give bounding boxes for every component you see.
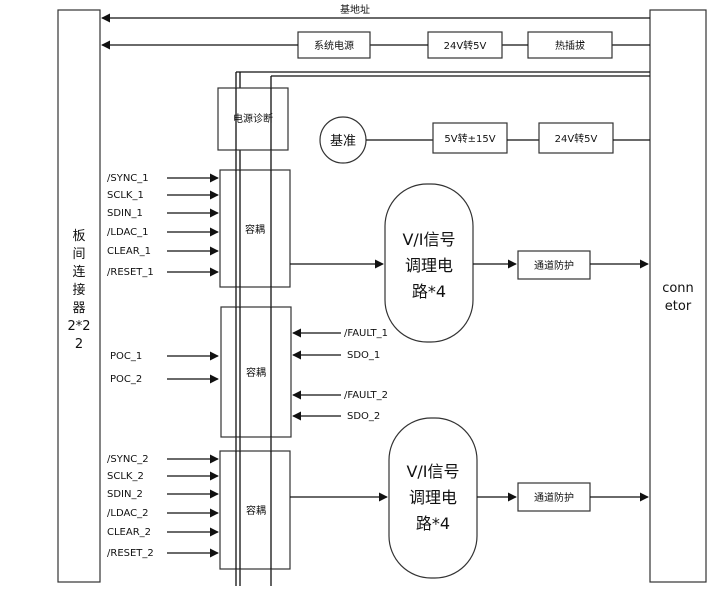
iso-box-3 bbox=[219, 450, 291, 570]
right-connector-line-1: conn bbox=[662, 281, 694, 296]
left-connector-line-6: 2*2 bbox=[67, 319, 90, 334]
ch2-input-ldac: /LDAC_2 bbox=[107, 508, 148, 519]
left-connector-line-5: 器 bbox=[72, 301, 85, 316]
iso-box-3-label: 容耦 bbox=[246, 504, 266, 517]
ch2-input-sync: /SYNC_2 bbox=[107, 454, 149, 465]
channel-1-input-arrows bbox=[167, 173, 219, 277]
channel-1: /SYNC_1 SCLK_1 SDIN_1 /LDAC_1 CLEAR_1 /R… bbox=[107, 169, 649, 343]
left-connector: 板 间 连 接 器 2*2 2 bbox=[57, 9, 101, 583]
channel-2: /SYNC_2 SCLK_2 SDIN_2 /LDAC_2 CLEAR_2 /R… bbox=[107, 417, 649, 579]
conv-24-5-box bbox=[538, 122, 614, 154]
left-connector-line-1: 板 bbox=[72, 229, 85, 244]
ch2-input-clear: CLEAR_2 bbox=[107, 527, 151, 538]
ch2-input-sclk: SCLK_2 bbox=[107, 471, 144, 482]
protect-box-1 bbox=[517, 250, 591, 280]
iso-box-1-label: 容耦 bbox=[245, 223, 265, 236]
vi-circuit-1-line-2: 调理电 bbox=[405, 256, 453, 275]
left-connector-line-4: 接 bbox=[72, 282, 85, 298]
mid-output-sdo1: SDO_1 bbox=[347, 350, 380, 361]
vi-circuit-2-line-3: 路*4 bbox=[416, 514, 450, 533]
mid-output-fault2: /FAULT_2 bbox=[344, 390, 388, 401]
mid-input-poc1: POC_1 bbox=[110, 351, 142, 362]
conv-24-5-label: 24V转5V bbox=[555, 132, 598, 145]
iso-box-2-label: 容耦 bbox=[246, 366, 266, 379]
address-bus: 基地址 bbox=[101, 3, 650, 23]
mid-output-sdo2: SDO_2 bbox=[347, 411, 380, 422]
protect-box-2-label: 通道防护 bbox=[534, 491, 574, 504]
middle-isolation: POC_1 POC_2 容耦 /FAULT_1 SDO_1 /FAULT_2 S… bbox=[110, 306, 388, 438]
iso-box-1 bbox=[219, 169, 291, 288]
right-connector-line-2: etor bbox=[665, 299, 692, 314]
ch2-input-sdin: SDIN_2 bbox=[107, 489, 143, 500]
system-power-label: 系统电源 bbox=[314, 39, 354, 52]
channel-2-input-arrows bbox=[167, 454, 219, 558]
ch2-input-reset: /RESET_2 bbox=[107, 548, 154, 559]
power-chain: 热插拔 24V转5V 系统电源 bbox=[101, 31, 650, 59]
reference-label: 基准 bbox=[330, 134, 356, 149]
ch1-input-sdin: SDIN_1 bbox=[107, 208, 143, 219]
vi-circuit-2-line-2: 调理电 bbox=[409, 488, 457, 507]
iso-box-2 bbox=[220, 306, 292, 438]
reference-chain: 基准 5V转±15V 24V转5V bbox=[319, 116, 650, 164]
mid-output-fault1: /FAULT_1 bbox=[344, 328, 388, 339]
ch1-input-sync: /SYNC_1 bbox=[107, 173, 149, 184]
conv-5-15-box bbox=[432, 122, 508, 154]
left-connector-line-3: 连 bbox=[72, 264, 85, 280]
left-connector-line-7: 2 bbox=[75, 337, 83, 352]
vi-circuit-1-line-3: 路*4 bbox=[412, 282, 446, 301]
hot-swap-box bbox=[527, 31, 613, 59]
vi-circuit-2-line-1: V/I信号 bbox=[406, 462, 459, 481]
vi-circuit-1 bbox=[384, 183, 474, 343]
conv-5-15-label: 5V转±15V bbox=[444, 132, 495, 145]
ch1-input-reset: /RESET_1 bbox=[107, 267, 154, 278]
power-diagnostics: 电源诊断 bbox=[217, 87, 289, 151]
protect-box-1-label: 通道防护 bbox=[534, 259, 574, 272]
protect-box-2 bbox=[517, 482, 591, 512]
vi-circuit-1-line-1: V/I信号 bbox=[402, 230, 455, 249]
address-bus-label: 基地址 bbox=[340, 3, 370, 16]
ch1-input-clear: CLEAR_1 bbox=[107, 246, 151, 257]
ch1-input-ldac: /LDAC_1 bbox=[107, 227, 148, 238]
vi-circuit-2 bbox=[388, 417, 478, 579]
mid-input-poc2: POC_2 bbox=[110, 374, 142, 385]
power-diagnostics-label: 电源诊断 bbox=[233, 112, 273, 125]
dc-24-5-box bbox=[427, 31, 503, 59]
dc-24-5-label: 24V转5V bbox=[444, 39, 487, 52]
ch1-input-sclk: SCLK_1 bbox=[107, 190, 144, 201]
hot-swap-label: 热插拔 bbox=[555, 39, 585, 52]
left-connector-line-2: 间 bbox=[72, 247, 85, 262]
right-connector: conn etor bbox=[649, 9, 707, 583]
